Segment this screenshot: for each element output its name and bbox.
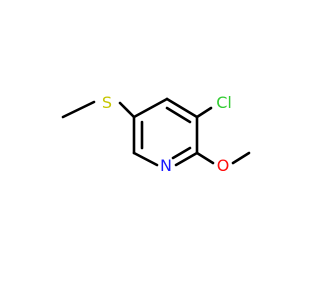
- bond-c3-cl: [195, 106, 213, 119]
- atom-nitrogen-label: N: [160, 156, 172, 175]
- bond-methyl-s: [61, 100, 96, 119]
- atom-sulfur-label: S: [102, 93, 112, 112]
- bond-c4-c3: [165, 97, 199, 119]
- bond-n-c6: [132, 151, 159, 167]
- atom-chlorine-label: Cl: [216, 93, 232, 112]
- bond-c2-n-inner: [171, 146, 192, 160]
- structure-canvas: S Cl N O: [61, 93, 251, 175]
- bond-s-c5: [118, 101, 136, 119]
- bond-c4-c3-inner: [165, 106, 192, 124]
- atom-oxygen-label: O: [217, 156, 230, 175]
- bond-o-methyl: [231, 151, 251, 165]
- molecule-structure: S Cl N O: [61, 93, 251, 175]
- bond-c5-c4: [132, 97, 169, 119]
- bond-c2-n: [174, 151, 199, 167]
- bond-c2-o: [195, 151, 215, 165]
